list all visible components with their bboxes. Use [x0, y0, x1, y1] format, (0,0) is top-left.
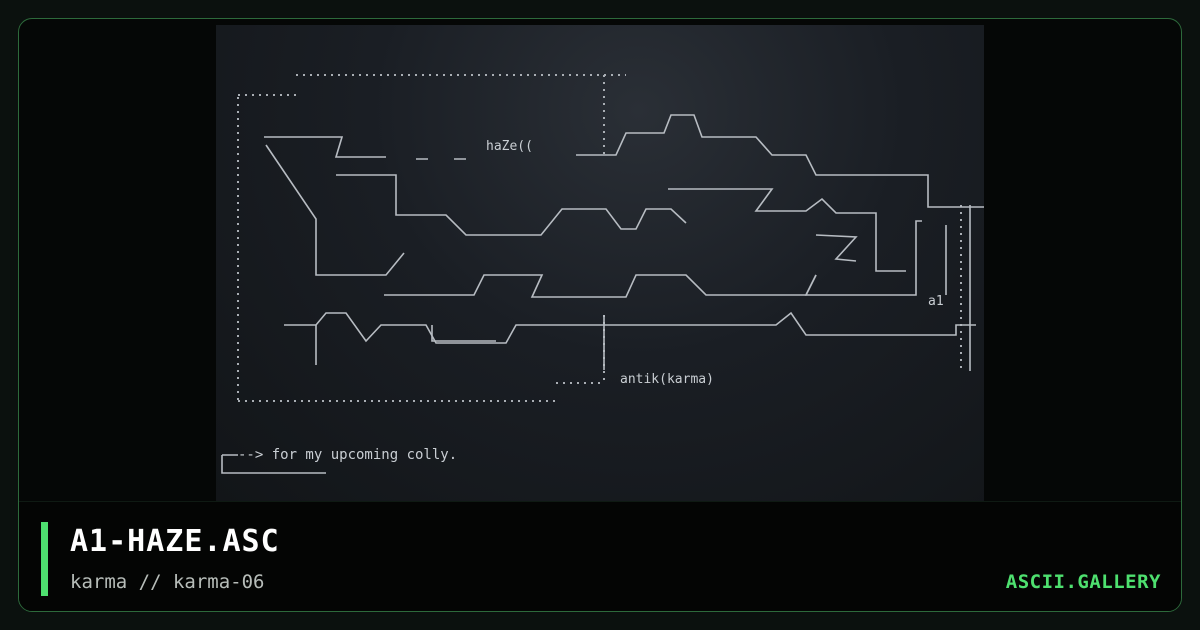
ascii-tag-credit: antik(karma) [620, 372, 714, 387]
ascii-stroke-7 [804, 220, 922, 296]
ascii-tag-signature: a1 [928, 294, 944, 309]
ascii-stroke-11 [945, 205, 971, 371]
site-brand-link[interactable]: ASCII.GALLERY [1005, 571, 1161, 593]
ascii-stroke-10 [431, 325, 496, 342]
ascii-artwork: haZe(( a1 antik(karma) --> for my upcomi… [216, 25, 984, 501]
ascii-stroke-2 [265, 144, 405, 276]
ascii-art-canvas: haZe(( a1 antik(karma) --> for my upcomi… [221, 74, 984, 474]
ascii-stroke-6 [668, 188, 906, 272]
artwork-title: A1-HAZE.ASC [70, 524, 280, 559]
ascii-stroke-8 [284, 311, 976, 344]
artwork-subtitle: karma // karma-06 [70, 571, 265, 593]
ascii-stroke-3 [336, 174, 687, 236]
accent-bar [41, 522, 48, 596]
preview-card: haZe(( a1 antik(karma) --> for my upcomi… [18, 18, 1182, 612]
ascii-stroke-5 [576, 114, 984, 208]
ascii-stroke-12 [815, 234, 858, 262]
ascii-stroke-9 [315, 315, 605, 370]
ascii-tag-note: --> for my upcoming colly. [238, 447, 457, 463]
ascii-stroke-4 [384, 274, 817, 298]
ascii-arrow-bracket [221, 454, 326, 474]
ascii-tag-name: haZe(( [486, 139, 533, 154]
ascii-stroke-1 [264, 136, 466, 160]
artwork-info-bar: A1-HAZE.ASC karma // karma-06 ASCII.GALL… [19, 501, 1181, 611]
